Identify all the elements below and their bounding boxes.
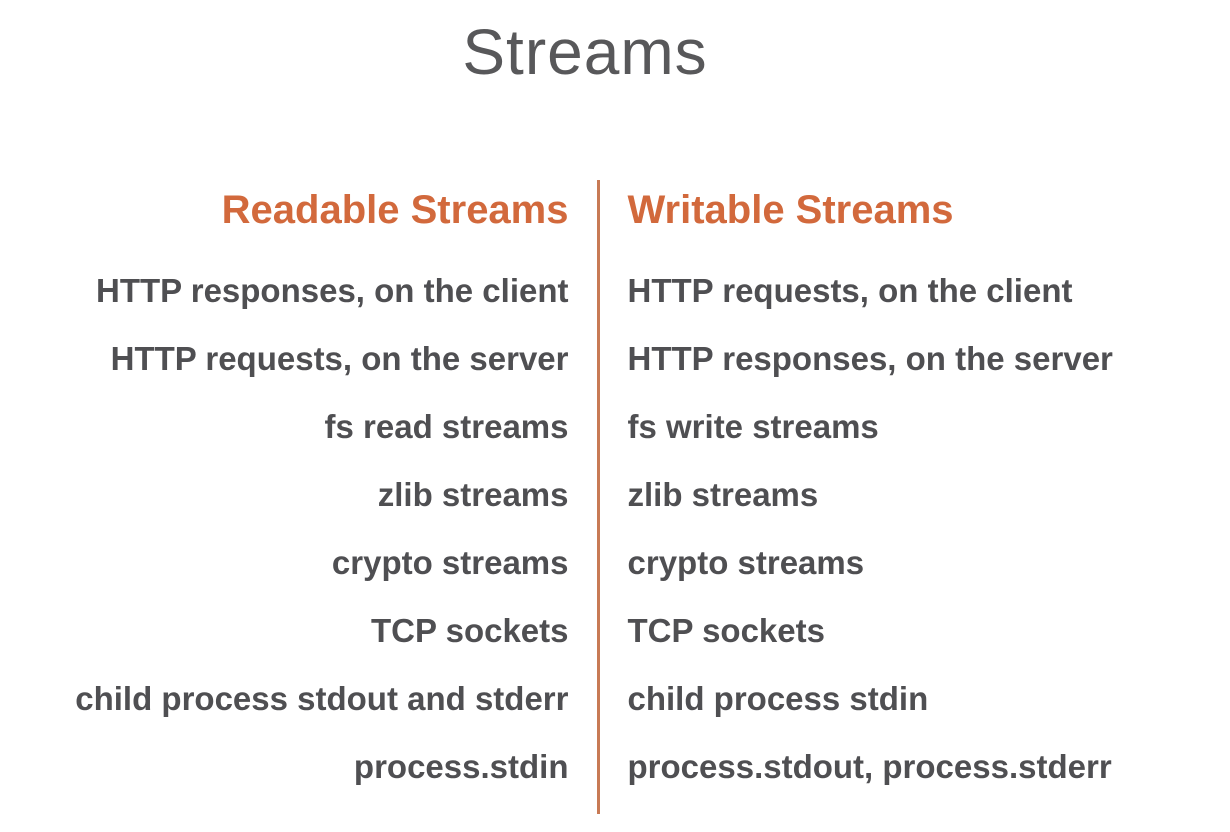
- page-title: Streams: [462, 16, 708, 88]
- writable-streams-column: Writable Streams HTTP requests, on the c…: [600, 180, 1188, 814]
- list-item: crypto streams: [627, 544, 865, 581]
- list-item: process.stdin: [353, 748, 569, 785]
- list-item: HTTP requests, on the client: [627, 272, 1073, 309]
- list-item: HTTP responses, on the client: [96, 272, 569, 309]
- list-item: zlib streams: [627, 476, 819, 513]
- list-item: TCP sockets: [371, 612, 569, 649]
- readable-streams-column: Readable Streams HTTP responses, on the …: [9, 180, 597, 814]
- list-item: child process stdin: [627, 680, 929, 717]
- list-item: child process stdout and stderr: [75, 680, 569, 717]
- list-item: HTTP responses, on the server: [627, 340, 1113, 377]
- streams-comparison-table: Readable Streams HTTP responses, on the …: [9, 180, 1188, 814]
- writable-streams-header: Writable Streams: [627, 188, 954, 232]
- list-item: process.stdout, process.stderr: [627, 748, 1112, 785]
- list-item: zlib streams: [377, 476, 569, 513]
- list-item: fs read streams: [324, 408, 569, 445]
- column-divider: [596, 180, 600, 814]
- list-item: TCP sockets: [627, 612, 825, 649]
- list-item: HTTP requests, on the server: [110, 340, 569, 377]
- list-item: fs write streams: [627, 408, 879, 445]
- list-item: crypto streams: [331, 544, 569, 581]
- readable-streams-header: Readable Streams: [221, 188, 569, 232]
